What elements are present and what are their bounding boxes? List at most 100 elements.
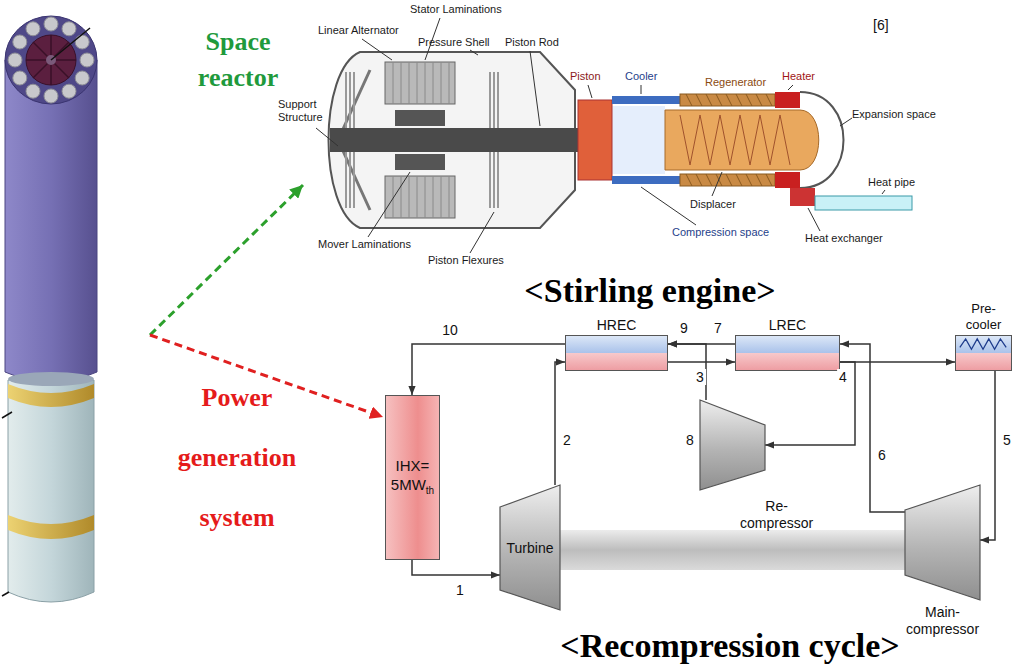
space-reactor-illustration [8,515,94,539]
reference-number: [6] [873,17,889,33]
stirling-engine-illustration [680,115,790,165]
flow-line [555,362,565,485]
state-number: 8 [684,432,696,448]
pointer-arrow [150,185,303,335]
stirling-engine-illustration [329,52,913,228]
stirling-engine-illustration [578,100,612,180]
leader-line [530,51,540,126]
node-label: HREC [597,317,637,333]
stirling-engine-illustration [800,92,844,188]
leader-line [712,172,722,196]
node-label: Re- compressor [740,498,813,532]
state-number: 9 [678,320,690,336]
part-name: Expansion space [852,108,936,121]
recuperator-box: HREC [565,335,668,371]
recuperator-box: LREC [735,335,840,371]
leader-line [641,85,642,94]
stirling-engine-illustration [385,62,455,104]
flow-line [840,344,905,512]
leader-line [788,85,793,90]
node-label: IHX= [396,456,430,475]
system-label: Space reactor [198,24,278,96]
turbine-shaft [560,530,905,570]
turbine-symbol: Turbine [500,485,560,610]
space-reactor-illustration [62,22,76,36]
space-reactor-illustration [75,35,89,49]
leader-line [641,187,696,225]
space-reactor-illustration [2,16,97,602]
leader-line [316,18,885,253]
part-name: Cooler [625,70,657,83]
node-label: Pre- cooler [966,301,1001,333]
space-reactor-illustration [2,592,9,596]
stirling-engine-illustration [395,154,445,170]
state-number: 7 [712,320,724,336]
part-name: Heater [782,70,815,83]
stirling-engine-illustration [395,110,445,126]
part-name: Linear Alternator [318,24,399,37]
leader-line [470,212,494,253]
flow-line [668,361,735,363]
space-reactor-illustration [8,17,94,103]
part-name: Compression space [672,226,769,239]
stirling-engine-illustration [775,92,800,108]
cooling-coil [960,339,1006,349]
symbol-outline [905,485,980,600]
symbol-outline [700,400,765,490]
flow-line [980,371,995,540]
symbol-outline [905,485,980,600]
state-number: 2 [561,432,573,448]
figure-caption: <Stirling engine> [524,272,775,310]
part-name: Displacer [690,198,736,211]
node-label: LREC [769,317,806,333]
node-label: 5MW [391,476,426,493]
state-number: 3 [694,369,706,385]
state-number: 1 [454,582,466,598]
space-reactor-illustration [2,412,12,418]
part-name: Heat pipe [868,176,915,189]
space-reactor-illustration [8,53,22,67]
leader-line [362,39,392,60]
space-reactor-illustration [44,17,58,31]
flow-line [412,344,565,395]
stirling-engine-illustration [330,128,580,152]
stirling-engine-illustration [665,110,819,170]
part-name: Support Structure [278,98,323,124]
state-number: 5 [1001,432,1013,448]
subscript: th [426,485,434,496]
flow-line [668,344,706,400]
node-label: Main- compressor [906,604,979,638]
space-reactor-illustration [5,16,97,104]
part-name: Piston [570,70,601,83]
part-name: Regenerator [705,76,766,89]
leader-line [588,85,592,98]
node-label: Turbine [507,540,554,556]
space-reactor-illustration [51,28,90,60]
system-label: Power generation system [178,368,296,548]
part-name: Stator Laminations [410,3,502,16]
space-reactor-illustration [8,380,94,602]
flow-line [840,361,955,363]
leader-line [368,172,410,237]
stirling-engine-illustration [815,196,912,210]
space-reactor-illustration [13,35,27,49]
part-name: Mover Laminations [318,238,411,251]
heat-exchanger-box: IHX=5MWth [385,395,440,560]
leader-line [316,128,338,146]
part-name: Pressure Shell [418,36,490,49]
stirling-engine-illustration [385,176,455,218]
state-number: 4 [837,369,849,385]
space-reactor-illustration [8,372,94,386]
stirling-engine-illustration [790,188,815,206]
stirling-engine-illustration [612,176,680,184]
part-name: Piston Flexures [428,254,504,267]
space-reactor-illustration [5,60,97,382]
stirling-engine-illustration [775,172,800,188]
text-group: IHX=5MWth [386,396,439,559]
part-name: Heat exchanger [805,232,883,245]
space-reactor-illustration [8,384,94,407]
space-reactor-illustration [75,71,89,85]
symbol-outline [700,400,765,490]
space-reactor-illustration [80,53,94,67]
